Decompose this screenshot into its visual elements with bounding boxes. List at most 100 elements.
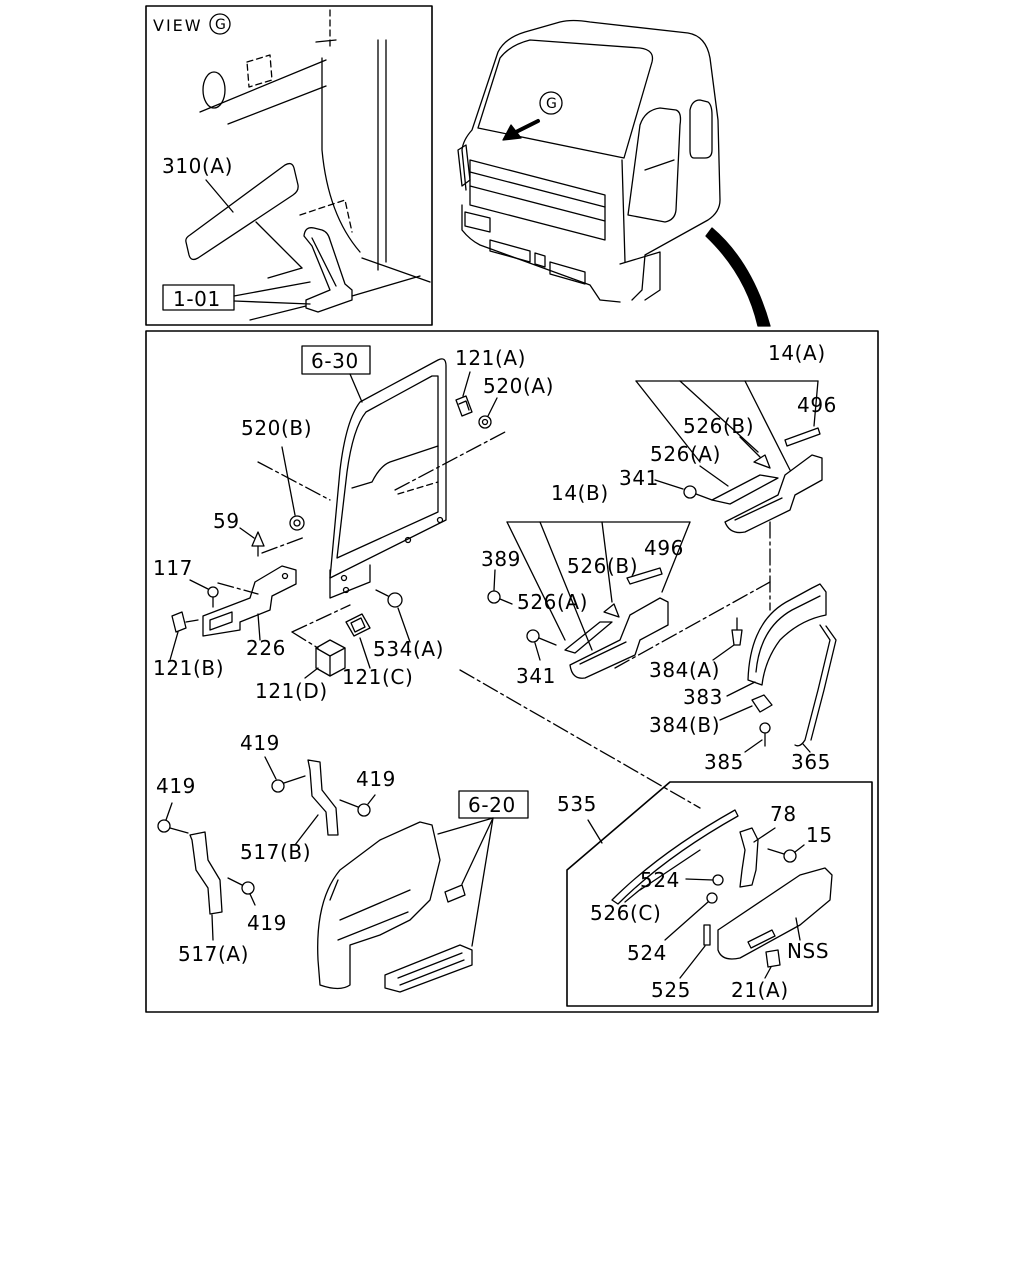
screw-534a xyxy=(375,589,411,643)
bolt-419-c xyxy=(157,802,189,834)
clip-59 xyxy=(239,527,265,557)
ref-1-01-text: 1-01 xyxy=(173,287,221,311)
clip-526b-lower xyxy=(603,603,620,618)
label-520a: 520(A) xyxy=(483,374,554,398)
step-panel-upper xyxy=(724,454,823,534)
label-383: 383 xyxy=(683,685,723,709)
label-524-b: 524 xyxy=(627,941,667,965)
cab-view-marker: G xyxy=(539,91,563,115)
label-121b: 121(B) xyxy=(153,656,224,680)
door-6-30 xyxy=(329,358,447,599)
clip-121b xyxy=(169,611,199,661)
block-121d xyxy=(304,639,346,679)
label-526b-lower: 526(B) xyxy=(567,554,638,578)
label-389: 389 xyxy=(481,547,521,571)
ref-6-20-text: 6-20 xyxy=(468,793,516,817)
bolt-389 xyxy=(487,569,513,605)
bolt-419-d xyxy=(227,877,256,906)
trim-535 xyxy=(611,809,739,905)
door-seam xyxy=(621,159,626,263)
clip-526b-upper xyxy=(753,454,771,469)
nut-520b xyxy=(281,446,305,531)
detail-pointer-arrow xyxy=(705,227,771,327)
ref-6-30: 6-30 xyxy=(301,345,371,403)
label-15: 15 xyxy=(806,823,833,847)
label-517a: 517(A) xyxy=(178,942,249,966)
label-121d: 121(D) xyxy=(255,679,328,703)
label-59: 59 xyxy=(213,509,240,533)
clip-384b xyxy=(719,694,773,721)
strip-526a-lower xyxy=(564,621,613,654)
label-117: 117 xyxy=(153,556,193,580)
label-14a: 14(A) xyxy=(768,341,826,365)
clip-121c xyxy=(345,613,371,669)
bracket-78 xyxy=(739,827,776,888)
label-310a: 310(A) xyxy=(162,154,233,178)
view-title: VIEW xyxy=(153,16,203,35)
main-frame xyxy=(145,330,879,1013)
fender-383 xyxy=(726,583,827,697)
step-unit-6-20 xyxy=(317,821,473,993)
view-marker: G xyxy=(209,13,231,35)
label-526a-upper: 526(A) xyxy=(650,442,721,466)
label-534a: 534(A) xyxy=(373,637,444,661)
label-14b: 14(B) xyxy=(551,481,609,505)
inset-frame xyxy=(145,5,433,326)
label-526b-upper: 526(B) xyxy=(683,414,754,438)
cab-view-marker-letter: G xyxy=(546,96,557,112)
strip-496-lower xyxy=(626,567,663,585)
label-496-lower: 496 xyxy=(644,536,684,560)
screw-15 xyxy=(767,844,805,863)
label-121a: 121(A) xyxy=(455,346,526,370)
label-384a: 384(A) xyxy=(649,658,720,682)
view-inset: VIEW G 310(A) xyxy=(145,5,433,326)
view-marker-letter: G xyxy=(215,17,226,33)
label-121c: 121(C) xyxy=(342,665,413,689)
label-341-upper: 341 xyxy=(619,466,659,490)
step-connector xyxy=(444,884,466,903)
sticker-310a xyxy=(185,162,303,269)
step-grille xyxy=(384,944,473,993)
headlight-right xyxy=(549,261,586,285)
stay-365 xyxy=(794,624,837,753)
windshield xyxy=(477,39,654,159)
bracket-517a xyxy=(189,831,223,941)
interior-outline xyxy=(199,9,431,321)
front-grille xyxy=(469,159,606,268)
label-524-a: 524 xyxy=(640,868,680,892)
clip-121a xyxy=(455,371,473,417)
nut-524-a xyxy=(685,874,724,886)
nut-520a xyxy=(478,397,498,429)
label-525: 525 xyxy=(651,978,691,1002)
label-419-c: 419 xyxy=(156,774,196,798)
label-526c: 526(C) xyxy=(590,901,661,925)
headlight-left xyxy=(464,211,491,233)
screw-385 xyxy=(744,722,771,753)
step-panel-lower xyxy=(569,597,669,679)
clip-384a xyxy=(712,617,743,661)
bracket-226 xyxy=(202,565,297,641)
label-nss: NSS xyxy=(787,939,829,963)
bolt-341-upper xyxy=(654,479,713,501)
clip-21a xyxy=(764,949,781,979)
label-517b: 517(B) xyxy=(240,840,311,864)
mirror xyxy=(457,144,471,187)
label-78: 78 xyxy=(770,802,797,826)
label-419-d: 419 xyxy=(247,911,287,935)
label-384b: 384(B) xyxy=(649,713,720,737)
label-526a-lower: 526(A) xyxy=(517,590,588,614)
clip-525 xyxy=(679,924,711,979)
ref-6-20: 6-20 xyxy=(437,790,529,947)
label-365: 365 xyxy=(791,750,831,774)
nut-524-b xyxy=(664,892,718,941)
step-assembly-14a xyxy=(635,380,823,611)
bolt-419-b xyxy=(339,794,376,817)
strip-496-upper xyxy=(784,427,821,447)
bolt-419-a xyxy=(264,756,306,793)
label-520b: 520(B) xyxy=(241,416,312,440)
cab-step xyxy=(619,251,661,301)
bolt-341-lower xyxy=(526,629,557,661)
accelerator-pedal xyxy=(303,227,353,313)
step-assembly-14b xyxy=(506,521,771,679)
